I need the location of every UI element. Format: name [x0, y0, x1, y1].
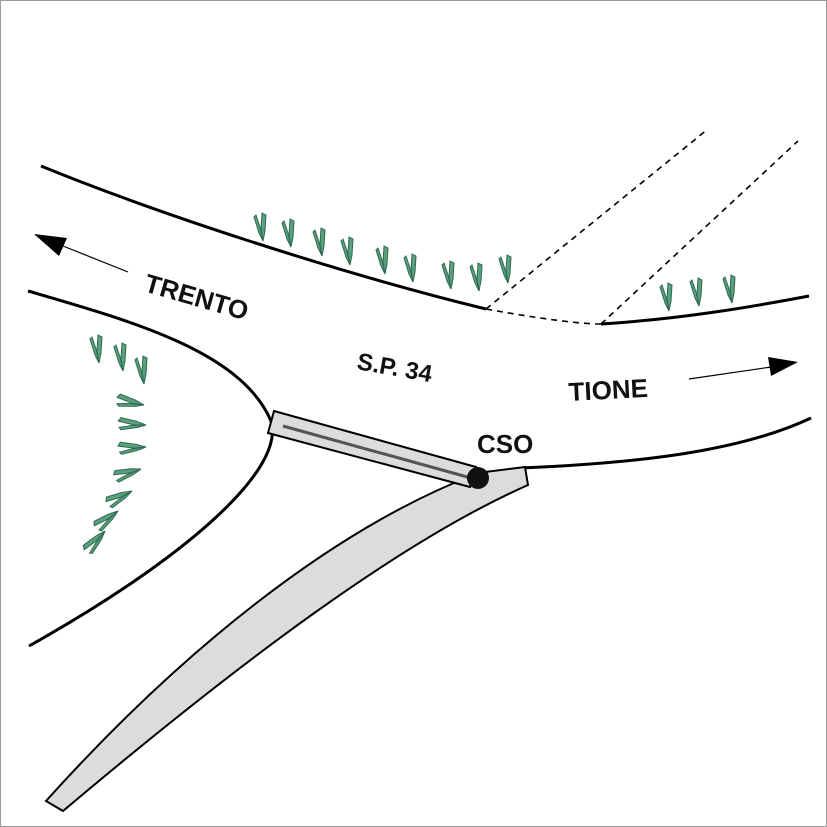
tree-row-west	[81, 334, 148, 557]
road-north-edge-east	[600, 294, 810, 326]
tree-icon	[498, 254, 512, 284]
tree-icon	[403, 253, 417, 283]
tree-icon	[91, 507, 123, 534]
tree-row-east	[659, 274, 736, 312]
tree-icon	[469, 262, 483, 292]
tree-icon	[114, 392, 146, 415]
tree-icon	[340, 236, 354, 266]
road-north-edge	[40, 164, 487, 311]
tree-row-north	[253, 212, 512, 292]
side-road-dashed	[485, 308, 602, 325]
tree-icon	[689, 277, 703, 307]
label-direction-east: TIONE	[568, 373, 649, 407]
tree-icon	[113, 342, 127, 372]
tree-icon	[134, 355, 148, 385]
arrow-west-icon	[34, 234, 129, 273]
tree-icon	[281, 218, 295, 248]
station-dot-icon[interactable]	[467, 467, 489, 489]
road-south-edge-east	[520, 416, 812, 470]
tree-icon	[659, 282, 673, 312]
tree-icon	[112, 465, 144, 484]
tree-icon	[116, 416, 148, 435]
tree-icon	[104, 487, 136, 510]
tree-icon	[441, 260, 455, 290]
tree-icon	[89, 334, 103, 364]
label-road-name: S.P. 34	[355, 348, 435, 388]
tree-icon	[253, 212, 267, 242]
tree-icon	[722, 274, 736, 304]
label-direction-west: TRENTO	[141, 268, 252, 326]
road-south-edge-west	[27, 289, 274, 648]
tree-icon	[81, 528, 112, 557]
tree-icon	[312, 227, 326, 257]
label-station: CSO	[477, 429, 533, 459]
pipe-branch-core	[282, 424, 472, 480]
tree-icon	[116, 441, 147, 457]
side-road-dashed-left	[485, 128, 709, 310]
pipe-branch-outline	[266, 409, 478, 489]
pipe-main-outline	[44, 465, 530, 813]
tree-icon	[375, 245, 389, 275]
arrow-east-icon	[688, 357, 798, 380]
side-road-dashed-right	[600, 140, 799, 325]
